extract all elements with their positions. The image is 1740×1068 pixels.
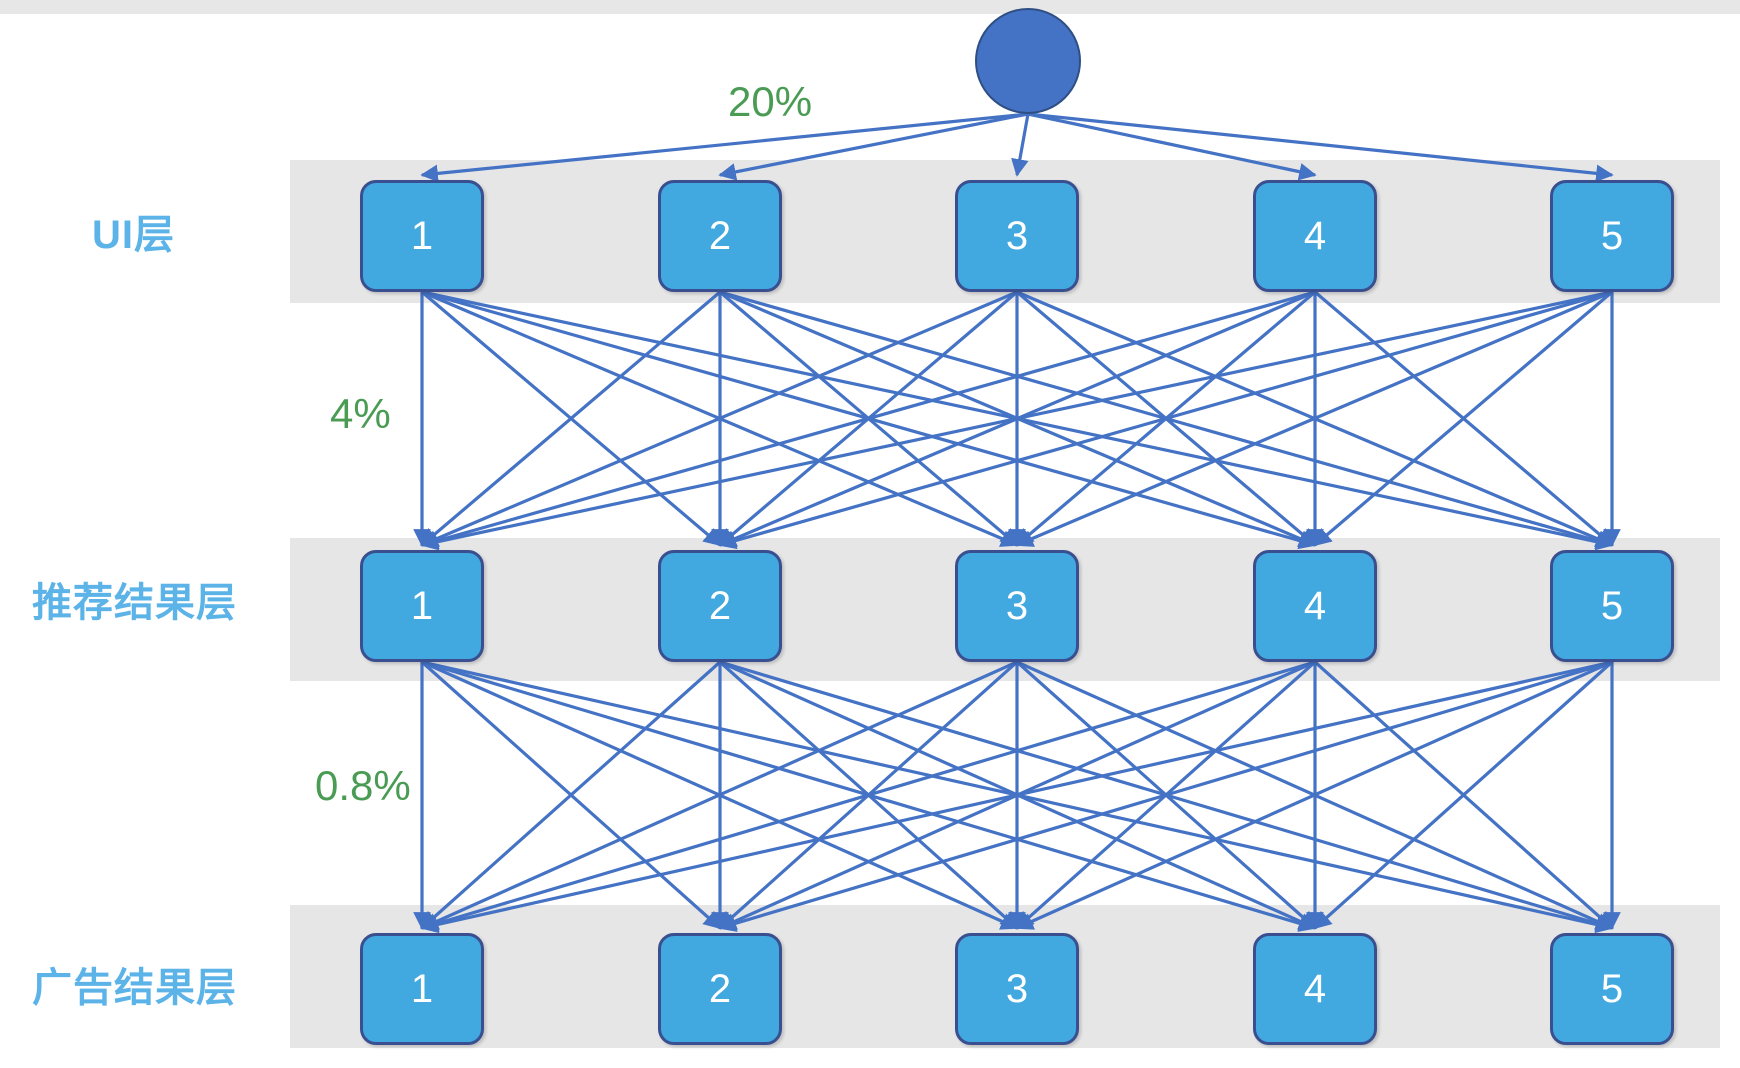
edge-rec-ad-1-to-4 — [421, 660, 1317, 932]
node-ad-5[interactable]: 5 — [1550, 933, 1674, 1045]
edge-rec-ad-4-to-2 — [718, 660, 1316, 930]
root-node[interactable] — [975, 8, 1081, 114]
edge-ui-rec-2-to-5 — [719, 290, 1614, 550]
edge-ui-rec-1-to-2 — [420, 290, 722, 547]
node-ui-4[interactable]: 4 — [1253, 180, 1377, 292]
node-ad-2[interactable]: 2 — [658, 933, 782, 1045]
top-strip — [0, 0, 1740, 14]
edge-ui-rec-4-to-5 — [1313, 290, 1614, 547]
percent-label-root-to-ui: 20% — [728, 78, 813, 125]
node-rec-3[interactable]: 3 — [955, 550, 1079, 662]
edge-rec-ad-5-to-4 — [1313, 660, 1614, 930]
node-ad-1[interactable]: 1 — [360, 933, 484, 1045]
edge-rec-ad-3-to-1 — [420, 660, 1018, 930]
percent-label-ui-to-rec: 4% — [330, 390, 391, 437]
edge-rec-ad-5-to-3 — [1015, 660, 1613, 930]
edge-ui-rec-1-to-4 — [421, 290, 1317, 550]
layer-label-ad: 广告结果层 — [32, 966, 237, 1010]
edge-rec-ad-5-to-1 — [420, 660, 1613, 934]
edge-rec-ad-2-to-4 — [719, 660, 1317, 930]
node-rec-1[interactable]: 1 — [360, 550, 484, 662]
edge-rec-ad-4-to-5 — [1313, 660, 1614, 930]
edge-ui-rec-5-to-2 — [718, 290, 1613, 550]
edge-ui-rec-2-to-1 — [420, 290, 722, 547]
node-ui-5[interactable]: 5 — [1550, 180, 1674, 292]
edge-rec-ad-2-to-5 — [719, 660, 1614, 932]
edge-ui-rec-3-to-4 — [1015, 290, 1317, 547]
edge-ui-rec-5-to-4 — [1313, 290, 1614, 547]
edge-rec-ad-1-to-3 — [421, 660, 1019, 930]
edge-ui-rec-1-to-5 — [421, 290, 1614, 551]
edge-ui-rec-4-to-3 — [1015, 290, 1317, 547]
edge-ui-rec-2-to-3 — [718, 290, 1019, 547]
edge-ui-rec-4-to-2 — [718, 290, 1316, 547]
edge-ui-rec-3-to-1 — [420, 290, 1018, 547]
node-ui-1[interactable]: 1 — [360, 180, 484, 292]
node-ui-2[interactable]: 2 — [658, 180, 782, 292]
layer-label-ui: UI层 — [92, 213, 175, 257]
edge-rec-ad-1-to-5 — [421, 660, 1614, 934]
edge-rec-ad-4-to-3 — [1015, 660, 1317, 930]
node-ad-4[interactable]: 4 — [1253, 933, 1377, 1045]
edge-rec-ad-5-to-2 — [718, 660, 1613, 932]
node-rec-5[interactable]: 5 — [1550, 550, 1674, 662]
edge-rec-ad-4-to-1 — [420, 660, 1316, 932]
edge-ui-rec-3-to-2 — [718, 290, 1019, 547]
node-ad-3[interactable]: 3 — [955, 933, 1079, 1045]
edge-ui-rec-2-to-4 — [719, 290, 1317, 547]
node-rec-2[interactable]: 2 — [658, 550, 782, 662]
edge-ui-rec-5-to-3 — [1015, 290, 1613, 547]
edge-ui-rec-4-to-1 — [420, 290, 1316, 550]
node-ui-3[interactable]: 3 — [955, 180, 1079, 292]
edge-rec-ad-1-to-2 — [420, 660, 722, 930]
edge-ui-rec-3-to-5 — [1016, 290, 1614, 547]
percent-label-rec-to-ad: 0.8% — [315, 762, 411, 809]
edge-ui-rec-5-to-1 — [420, 290, 1613, 551]
edge-rec-ad-2-to-1 — [420, 660, 722, 930]
edge-ui-rec-1-to-3 — [421, 290, 1019, 547]
edge-rec-ad-2-to-3 — [718, 660, 1019, 930]
edge-rec-ad-3-to-5 — [1016, 660, 1614, 930]
node-rec-4[interactable]: 4 — [1253, 550, 1377, 662]
edge-rec-ad-3-to-2 — [718, 660, 1019, 930]
layer-label-rec: 推荐结果层 — [32, 581, 237, 625]
edge-rec-ad-3-to-4 — [1015, 660, 1317, 930]
